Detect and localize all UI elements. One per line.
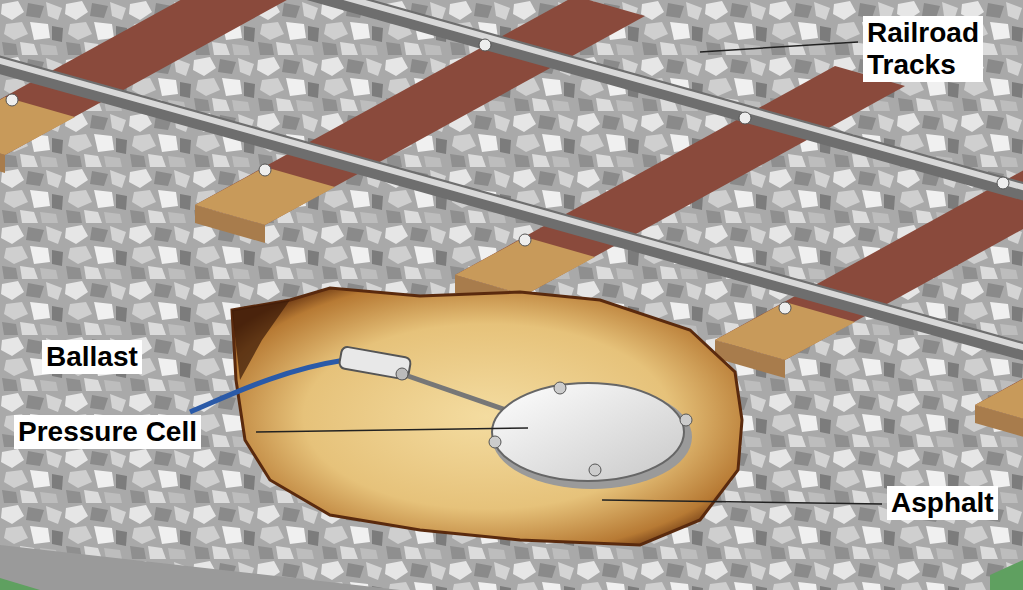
part-label: Asphalt [887, 486, 998, 520]
part-label: Ballast [42, 340, 142, 374]
part-label: Pressure Cell [14, 415, 201, 449]
part-label: Railroad Tracks [863, 16, 983, 82]
